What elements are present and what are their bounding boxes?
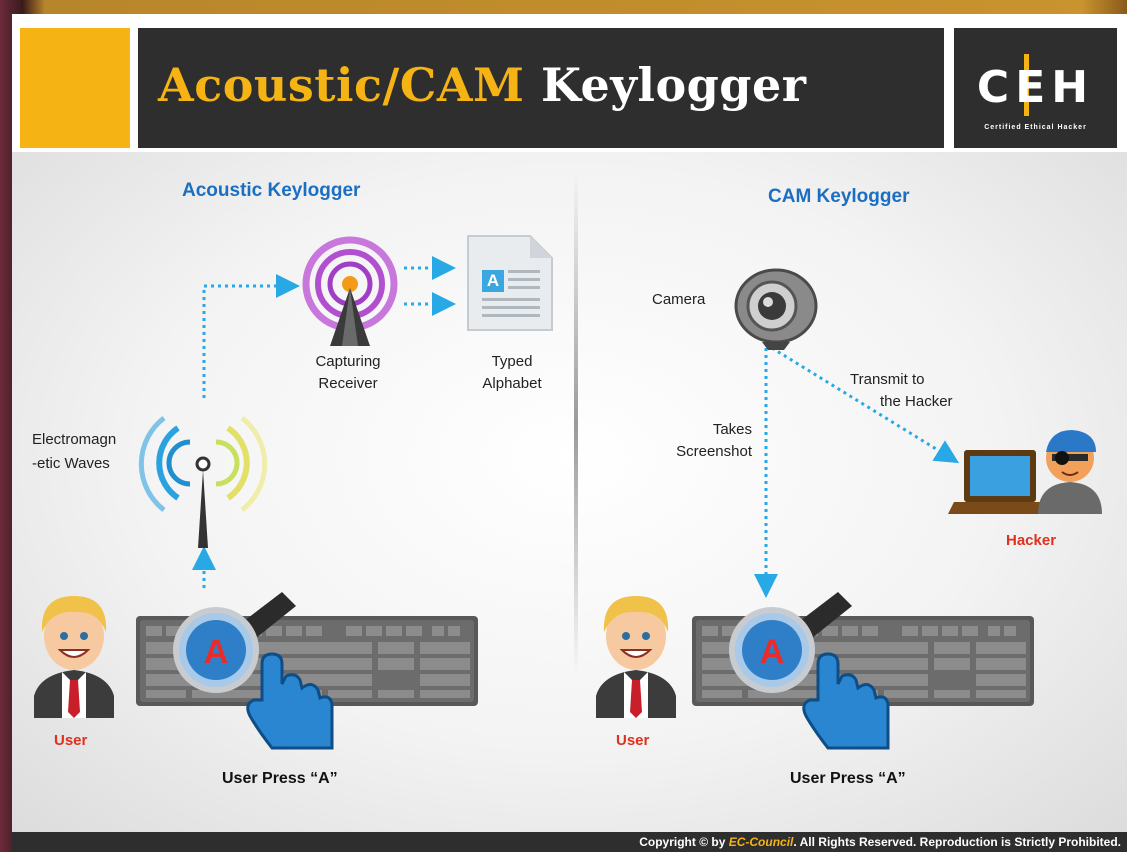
screenshot-label-line1: Takes — [712, 421, 752, 438]
user-avatar-left — [34, 596, 114, 718]
ceh-logo: CEH Certified Ethical Hacker — [954, 28, 1117, 148]
transmit-label-line1: Transmit to — [850, 371, 925, 388]
hacker-laptop-icon — [948, 430, 1102, 514]
cam-keylogger-heading: CAM Keylogger — [768, 186, 910, 207]
waves-label-line1: Electromagn — [32, 431, 117, 448]
footer: Copyright © by EC-Council. All Rights Re… — [12, 832, 1127, 852]
copyright-text: Copyright © by EC-Council. All Rights Re… — [639, 835, 1121, 849]
user-press-label-right: User Press “A” — [790, 770, 906, 787]
title-part-keylogger: Keylogger — [541, 58, 807, 112]
title-part-acoustic-cam: Acoustic/CAM — [158, 58, 525, 112]
diagram-canvas — [12, 152, 1127, 832]
receiver-label-line1: Capturing — [315, 353, 381, 370]
title-bar — [138, 28, 944, 148]
magnifier-hand-left — [173, 592, 334, 750]
logo-subtitle: Certified Ethical Hacker — [984, 124, 1087, 131]
user-press-label-left: User Press “A” — [222, 770, 338, 787]
logo-letters: CEH — [976, 62, 1095, 113]
arrow-waves-to-receiver — [202, 274, 300, 398]
receiver-antenna-icon — [302, 236, 398, 346]
hacker-label: Hacker — [1006, 532, 1057, 549]
ec-council-brand: EC-Council — [728, 835, 794, 849]
user-label-left: User — [54, 732, 88, 749]
magnifier-letter-left: A — [203, 633, 229, 671]
webcam-icon — [734, 268, 818, 350]
magnifier-letter-right: A — [759, 633, 785, 671]
acoustic-keylogger-heading: Acoustic Keylogger — [182, 180, 361, 201]
copyright-suffix: . All Rights Reserved. Reproduction is S… — [793, 835, 1121, 849]
wave-antenna-icon — [138, 416, 268, 548]
receiver-label-line2: Receiver — [318, 375, 378, 392]
panel-divider — [574, 174, 578, 674]
camera-label: Camera — [652, 291, 706, 308]
left-connectors — [192, 256, 960, 598]
arrow-camera-to-hacker — [771, 346, 960, 464]
logo-divider — [1024, 54, 1029, 116]
copyright-prefix: Copyright © by — [639, 835, 729, 849]
page-title: Acoustic/CAM Keylogger — [158, 58, 806, 112]
document-icon — [467, 235, 553, 331]
alphabet-label-line2: Alphabet — [482, 375, 542, 392]
user-label-right: User — [616, 732, 650, 749]
screenshot-label-line2: Screenshot — [676, 443, 752, 460]
header: Acoustic/CAM Keylogger CEH Certified Eth… — [12, 14, 1127, 152]
waves-label-line2: -etic Waves — [32, 455, 110, 472]
alphabet-label-line1: Typed — [491, 353, 533, 370]
accent-block — [20, 28, 130, 148]
user-avatar-right — [596, 596, 676, 718]
magnifier-hand-right — [729, 592, 890, 750]
document-letter: A — [486, 271, 500, 290]
slide: Acoustic/CAM Keylogger CEH Certified Eth… — [12, 14, 1127, 852]
transmit-label-line2: the Hacker — [880, 393, 953, 410]
